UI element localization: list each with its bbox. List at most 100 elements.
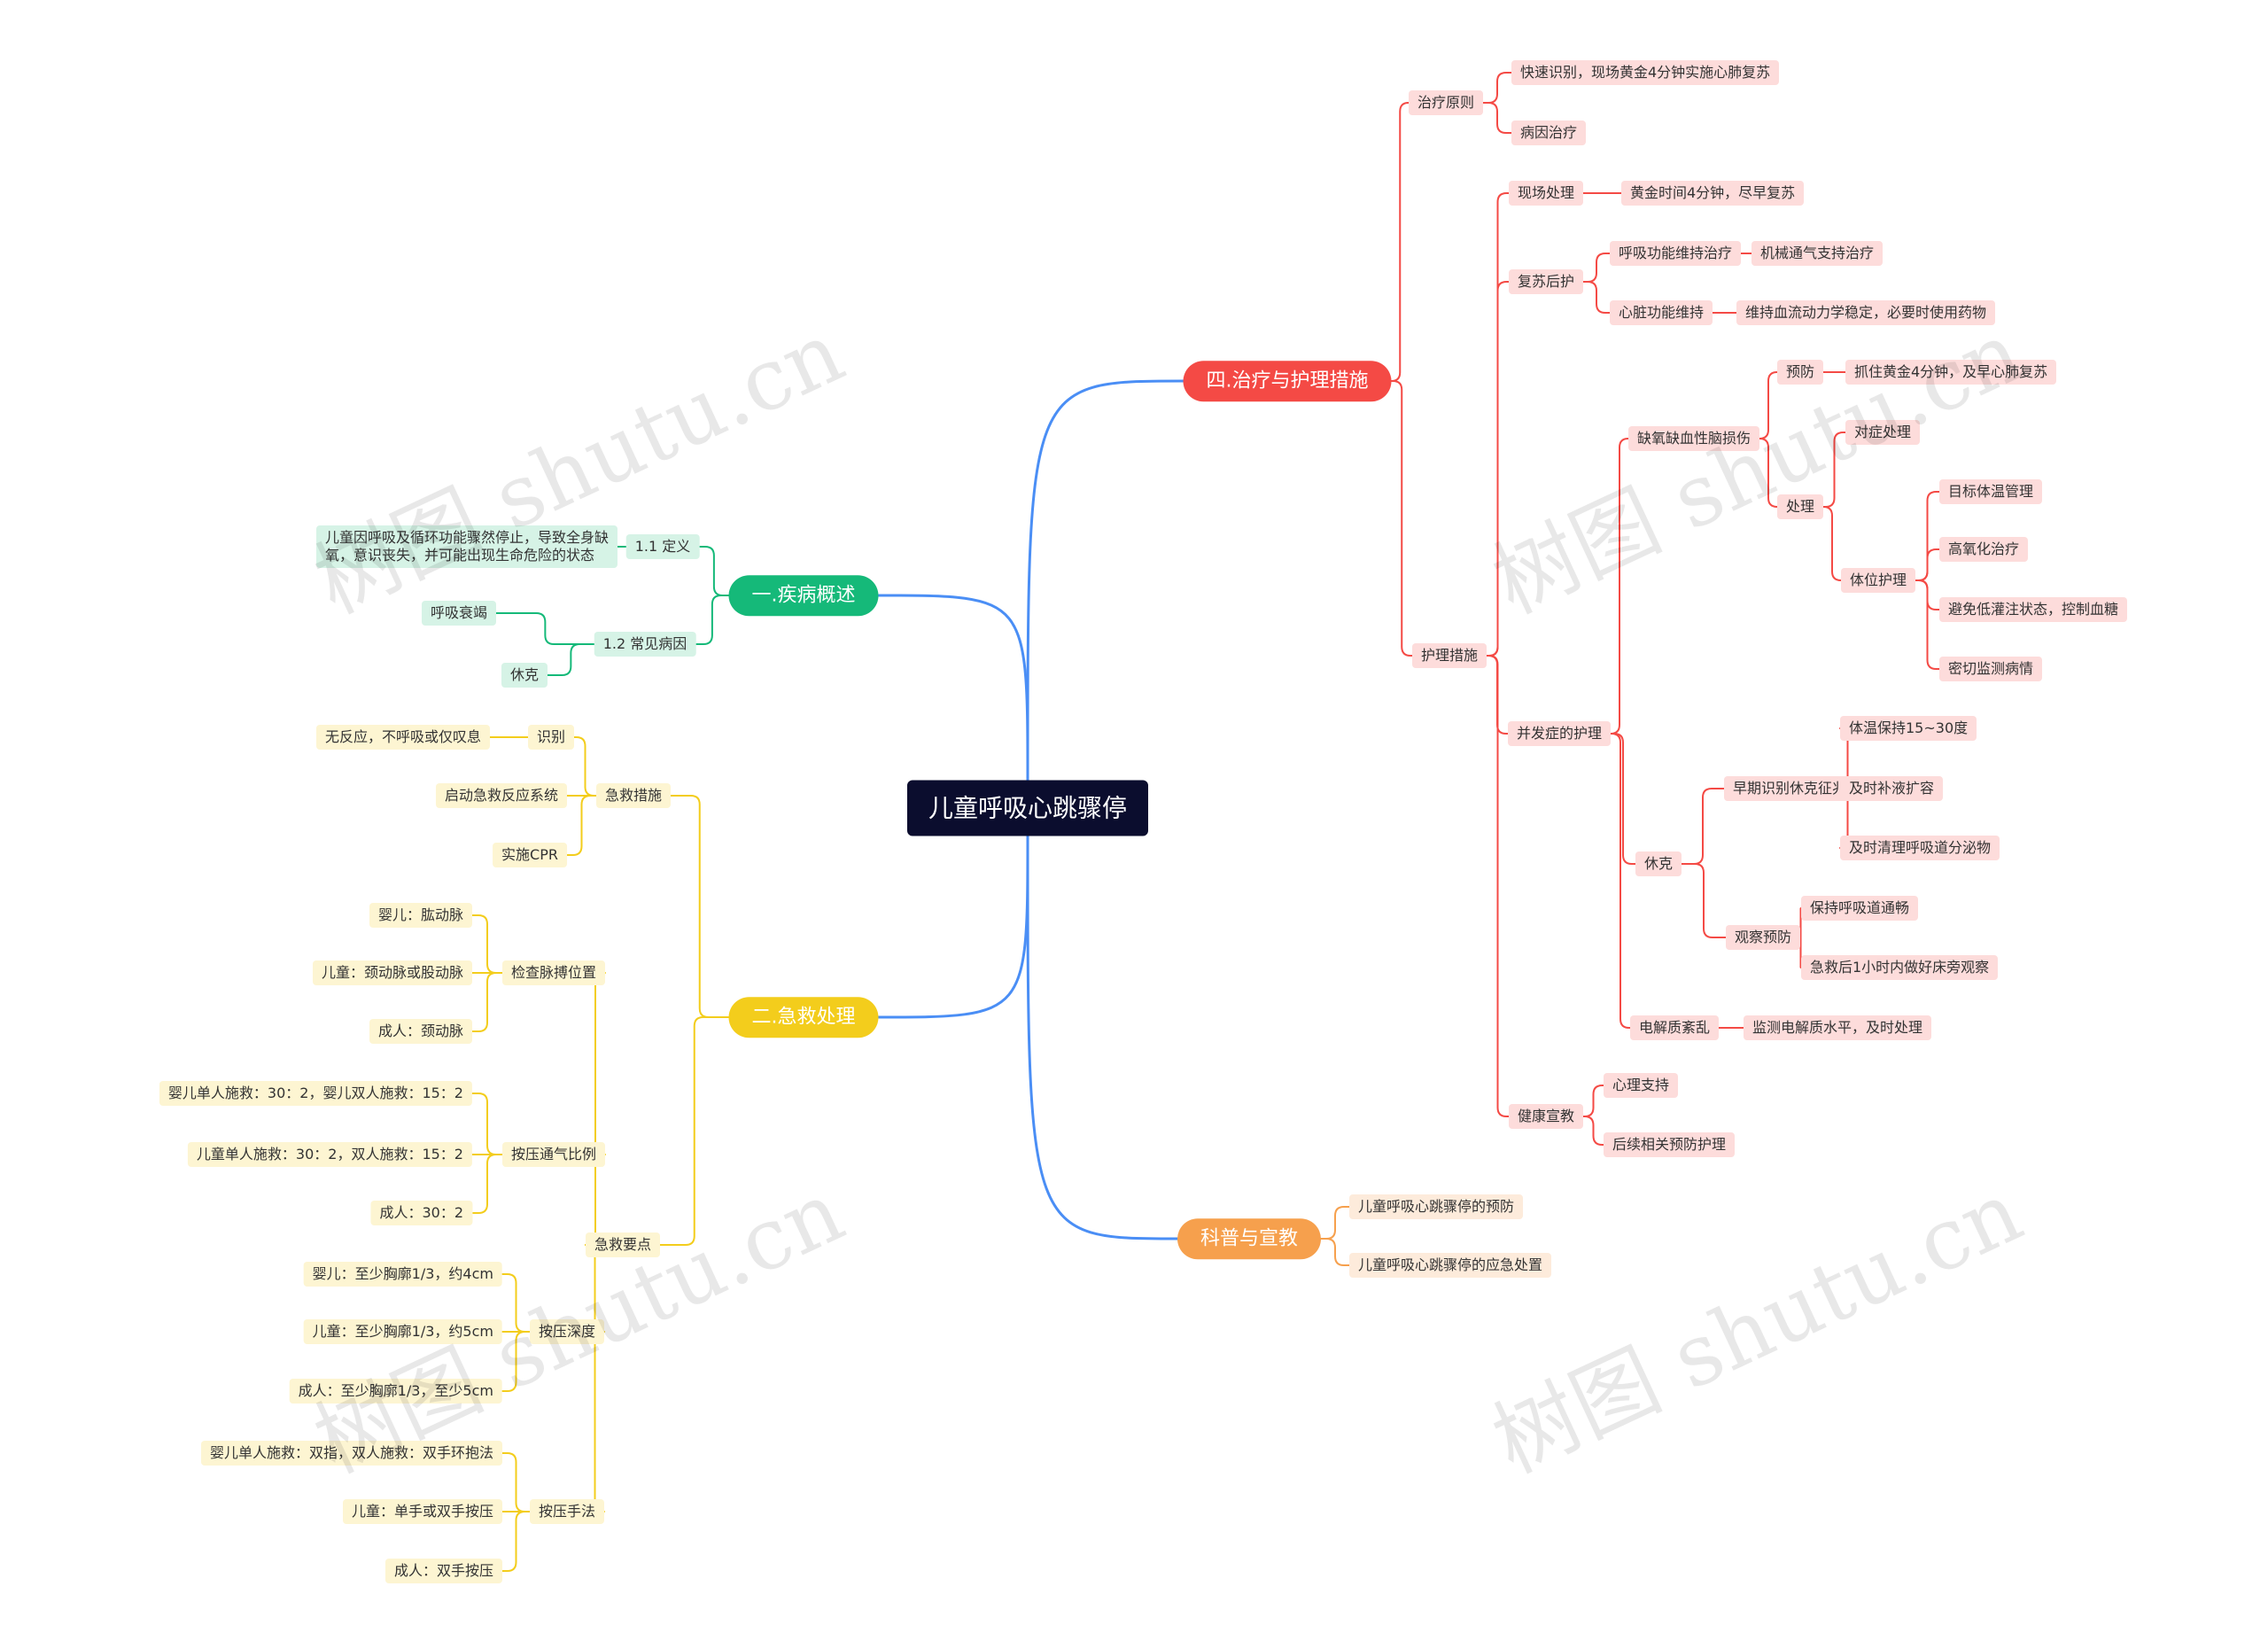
connector-b3b3b	[1610, 733, 1636, 865]
topic-b3b3b2b[interactable]: 急救后1小时内做好床旁观察	[1801, 955, 1999, 980]
connector-b1	[877, 594, 1029, 782]
topic-b3a2[interactable]: 病因治疗	[1511, 121, 1587, 145]
connector-b2a3	[566, 795, 597, 856]
topic-b3b2a1[interactable]: 机械通气支持治疗	[1751, 241, 1884, 266]
topic-b3b3b1a[interactable]: 体温保持15~30度	[1840, 716, 1977, 741]
topic-b1a1[interactable]: 儿童因呼吸及循环功能骤然停止，导致全身缺 氧，意识丧失，并可能出现生命危险的状态	[316, 525, 618, 568]
topic-b2b4[interactable]: 按压手法	[529, 1499, 605, 1524]
topic-b3b3a2b2[interactable]: 高氧化治疗	[1939, 537, 2029, 562]
topic-b3b4[interactable]: 健康宣教	[1508, 1104, 1584, 1129]
connector-b3b3b1	[1681, 788, 1725, 865]
topic-b3b3b2a[interactable]: 保持呼吸道通畅	[1801, 896, 1919, 921]
topic-b3b3c[interactable]: 电解质紊乱	[1629, 1015, 1720, 1040]
branch-topic-b1[interactable]: 一.疾病概述	[728, 575, 879, 616]
topic-b3b3c1[interactable]: 监测电解质水平，及时处理	[1744, 1015, 1932, 1040]
topic-b3b3a[interactable]: 缺氧缺血性脑损伤	[1627, 426, 1760, 451]
topic-b3b1[interactable]: 现场处理	[1508, 181, 1584, 206]
topic-b1a[interactable]: 1.1 定义	[625, 534, 700, 559]
topic-b3b3b2[interactable]: 观察预防	[1725, 925, 1801, 950]
connector-b2b2a	[471, 1093, 503, 1155]
connector-b3b3a1	[1759, 371, 1778, 439]
topic-b2b4b[interactable]: 儿童：单手或双手按压	[342, 1499, 502, 1524]
topic-b1b[interactable]: 1.2 常见病因	[594, 632, 696, 657]
topic-b3b3b1[interactable]: 早期识别休克征兆	[1723, 776, 1856, 801]
topic-b3b3[interactable]: 并发症的护理	[1507, 721, 1612, 746]
connector-b3b4	[1486, 655, 1510, 1117]
topic-b3a[interactable]: 治疗原则	[1408, 90, 1484, 115]
connector-b3a1	[1482, 72, 1512, 104]
connector-b4	[1026, 835, 1179, 1240]
connector-b2b2	[584, 1154, 607, 1246]
topic-b3b2a[interactable]: 呼吸功能维持治疗	[1610, 241, 1742, 266]
topic-b3b2[interactable]: 复苏后护	[1508, 269, 1584, 294]
connector-b3	[1026, 379, 1184, 782]
topic-b3b3a1[interactable]: 预防	[1776, 360, 1824, 385]
topic-b2b1b[interactable]: 儿童：颈动脉或股动脉	[312, 960, 472, 985]
topic-b2b[interactable]: 急救要点	[585, 1233, 661, 1257]
connector-b3b3b2	[1681, 863, 1727, 938]
topic-b2a2[interactable]: 启动急救反应系统	[435, 783, 567, 808]
topic-b3b1a[interactable]: 黄金时间4分钟，尽早复苏	[1621, 181, 1805, 206]
topic-b3a1[interactable]: 快速识别，现场黄金4分钟实施心肺复苏	[1511, 60, 1780, 85]
connector-b2b3a	[501, 1273, 531, 1333]
branch-topic-b4[interactable]: 科普与宣教	[1177, 1218, 1322, 1259]
topic-b3b2b[interactable]: 心脏功能维持	[1610, 300, 1713, 325]
topic-b2b4a[interactable]: 婴儿单人施救：双指，双人施救：双手环抱法	[200, 1441, 502, 1466]
topic-b2b3a[interactable]: 婴儿：至少胸廓1/3，约4cm	[303, 1262, 502, 1287]
connector-b3b3c	[1610, 733, 1631, 1029]
connector-b2b4a	[501, 1452, 531, 1512]
topic-b3b3a2b3[interactable]: 避免低灌注状态，控制血糖	[1939, 597, 2128, 622]
topic-b2b2[interactable]: 按压通气比例	[501, 1142, 606, 1167]
connector-b2b	[659, 1016, 730, 1246]
topic-b3b3b1c[interactable]: 及时清理呼吸道分泌物	[1840, 836, 2000, 860]
topic-b1b1[interactable]: 呼吸衰竭	[421, 601, 496, 626]
topic-b3b3a2[interactable]: 处理	[1776, 494, 1824, 519]
branch-topic-b3[interactable]: 四.治疗与护理措施	[1183, 361, 1392, 401]
connector-b2b3c	[501, 1331, 531, 1392]
connector-b2b2c	[471, 1154, 503, 1214]
connector-b4b	[1320, 1238, 1350, 1266]
topic-b2b4c[interactable]: 成人：双手按压	[384, 1559, 502, 1583]
connector-b2b4	[584, 1244, 606, 1512]
branch-topic-b2[interactable]: 二.急救处理	[728, 997, 879, 1038]
topic-b3b3a2b[interactable]: 体位护理	[1840, 568, 1916, 593]
topic-b3b4b[interactable]: 后续相关预防护理	[1604, 1132, 1736, 1157]
connector-b3b3a2a	[1822, 432, 1846, 508]
topic-b2b1[interactable]: 检查脉搏位置	[501, 960, 606, 985]
topic-b3b3a2a[interactable]: 对症处理	[1845, 420, 1921, 445]
connector-b3b3a2	[1759, 438, 1778, 508]
topic-b4b[interactable]: 儿童呼吸心跳骤停的应急处置	[1349, 1253, 1552, 1278]
topic-b1b2[interactable]: 休克	[501, 663, 548, 688]
topic-b2b3[interactable]: 按压深度	[529, 1319, 605, 1344]
connector-b3b	[1390, 380, 1413, 657]
topic-b2a1a[interactable]: 无反应，不呼吸或仅叹息	[315, 725, 490, 750]
topic-b3b4a[interactable]: 心理支持	[1604, 1073, 1679, 1098]
topic-b3b3a2b1[interactable]: 目标体温管理	[1939, 479, 2043, 504]
topic-b2b3b[interactable]: 儿童：至少胸廓1/3，约5cm	[303, 1319, 502, 1344]
topic-b2a[interactable]: 急救措施	[595, 783, 672, 808]
connector-b2a1	[573, 736, 597, 797]
topic-b2b1c[interactable]: 成人：颈动脉	[369, 1019, 472, 1044]
topic-b2a3[interactable]: 实施CPR	[493, 843, 567, 867]
topic-b3b3b1b[interactable]: 及时补液扩容	[1840, 776, 1944, 801]
topic-b3b3a1a[interactable]: 抓住黄金4分钟，及早心肺复苏	[1845, 360, 2057, 385]
topic-b2b3c[interactable]: 成人：至少胸廓1/3，至少5cm	[289, 1379, 502, 1404]
connector-b2b1a	[471, 914, 503, 974]
topic-b3b[interactable]: 护理措施	[1411, 643, 1487, 668]
topic-b2b2a[interactable]: 婴儿单人施救：30：2，婴儿双人施救：15：2	[159, 1081, 472, 1106]
topic-b2b2c[interactable]: 成人：30：2	[370, 1201, 472, 1225]
topic-b3b2b1[interactable]: 维持血流动力学稳定，必要时使用药物	[1736, 300, 1996, 325]
connector-b3b2b	[1582, 281, 1611, 314]
connector-b3b3a2b2	[1915, 548, 1940, 581]
topic-b2a1[interactable]: 识别	[527, 725, 575, 750]
connector-b2b1c	[471, 972, 503, 1032]
topic-b4a[interactable]: 儿童呼吸心跳骤停的预防	[1349, 1194, 1524, 1219]
topic-b3b3a2b4[interactable]: 密切监测病情	[1939, 657, 2043, 681]
connector-b3b2	[1486, 281, 1510, 657]
topic-b2b1a[interactable]: 婴儿：肱动脉	[369, 903, 472, 928]
topic-b3b3b[interactable]: 休克	[1635, 851, 1682, 876]
connector-b3b3a2b	[1822, 506, 1842, 581]
topic-b2b2b[interactable]: 儿童单人施救：30：2，双人施救：15：2	[187, 1142, 472, 1167]
root-topic[interactable]: 儿童呼吸心跳骤停	[906, 780, 1149, 836]
